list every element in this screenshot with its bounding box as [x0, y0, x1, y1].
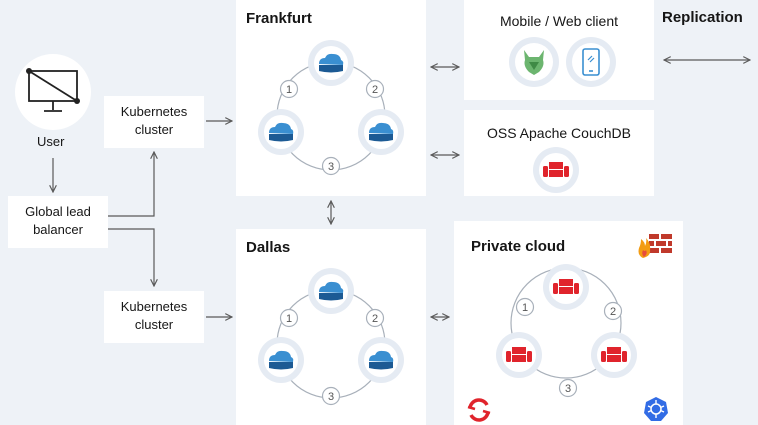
svg-text:3: 3 — [328, 391, 334, 403]
frankfurt-node-left — [258, 109, 304, 155]
private-node-top — [543, 264, 589, 310]
private-node-left — [496, 332, 542, 378]
dallas-node-left — [258, 337, 304, 383]
dallas-title: Dallas — [246, 239, 291, 256]
monitor-icon — [26, 68, 80, 112]
k8s-top-label-line2: cluster — [134, 122, 174, 137]
svg-text:2: 2 — [372, 84, 378, 96]
mobile-web-client-title: Mobile / Web client — [499, 13, 618, 29]
k8s-top-label: Kubernetes cluster — [104, 103, 204, 139]
svg-text:1: 1 — [286, 313, 292, 325]
k8s-top-box — [104, 96, 204, 148]
mobile-device-node — [566, 37, 616, 87]
pouchdb-kangaroo-icon — [524, 50, 544, 75]
oss-couchdb-title: OSS Apache CouchDB — [487, 125, 631, 141]
couchdb-icon — [543, 162, 569, 177]
dallas-badge-3: 3 — [321, 386, 341, 406]
cloudant-icon — [369, 350, 394, 370]
firewall-icon — [638, 234, 672, 258]
oss-couchdb-node — [533, 147, 579, 193]
k8s-bottom-label-line2: cluster — [134, 317, 174, 332]
private-badge-3: 3 — [558, 378, 578, 398]
couchdb-icon — [553, 279, 579, 294]
pouchdb-node — [509, 37, 559, 87]
user-icon-circle — [15, 54, 91, 130]
private-node-right — [591, 332, 637, 378]
user-label: User — [37, 134, 65, 149]
frankfurt-node-right — [358, 109, 404, 155]
svg-text:3: 3 — [328, 161, 334, 173]
private-badge-2: 2 — [603, 301, 623, 321]
glb-label-line1: Global lead — [25, 204, 91, 219]
cloudant-icon — [319, 53, 344, 73]
dallas-badge-2: 2 — [365, 308, 385, 328]
svg-text:3: 3 — [565, 383, 571, 395]
couchdb-icon — [506, 347, 532, 362]
kubernetes-icon — [644, 397, 668, 421]
couchdb-icon — [601, 347, 627, 362]
frankfurt-title: Frankfurt — [246, 10, 312, 27]
glb-box — [8, 196, 108, 248]
glb-label-line2: balancer — [33, 222, 83, 237]
dallas-node-right — [358, 337, 404, 383]
glb-label: Global lead balancer — [8, 203, 108, 239]
private-cloud-title: Private cloud — [471, 238, 566, 255]
frankfurt-badge-3: 3 — [321, 156, 341, 176]
svg-text:2: 2 — [610, 306, 616, 318]
k8s-bottom-box — [104, 291, 204, 343]
dallas-badge-1: 1 — [279, 308, 299, 328]
cloudant-icon — [269, 122, 294, 142]
replication-title: Replication — [662, 9, 743, 26]
svg-text:2: 2 — [372, 313, 378, 325]
frankfurt-badge-2: 2 — [365, 79, 385, 99]
dallas-node-top — [308, 268, 354, 314]
openshift-icon — [467, 398, 491, 422]
cloudant-icon — [369, 122, 394, 142]
private-badge-1: 1 — [515, 297, 535, 317]
mobile-web-client-box — [464, 0, 654, 100]
svg-text:1: 1 — [522, 302, 528, 314]
mobile-phone-icon — [582, 48, 600, 76]
cloudant-icon — [319, 281, 344, 301]
frankfurt-node-top — [308, 40, 354, 86]
k8s-top-label-line1: Kubernetes — [120, 104, 188, 119]
svg-text:1: 1 — [286, 84, 292, 96]
k8s-bottom-label-line1: Kubernetes — [120, 299, 188, 314]
cloudant-icon — [269, 350, 294, 370]
frankfurt-badge-1: 1 — [279, 79, 299, 99]
k8s-bottom-label: Kubernetes cluster — [104, 298, 204, 334]
